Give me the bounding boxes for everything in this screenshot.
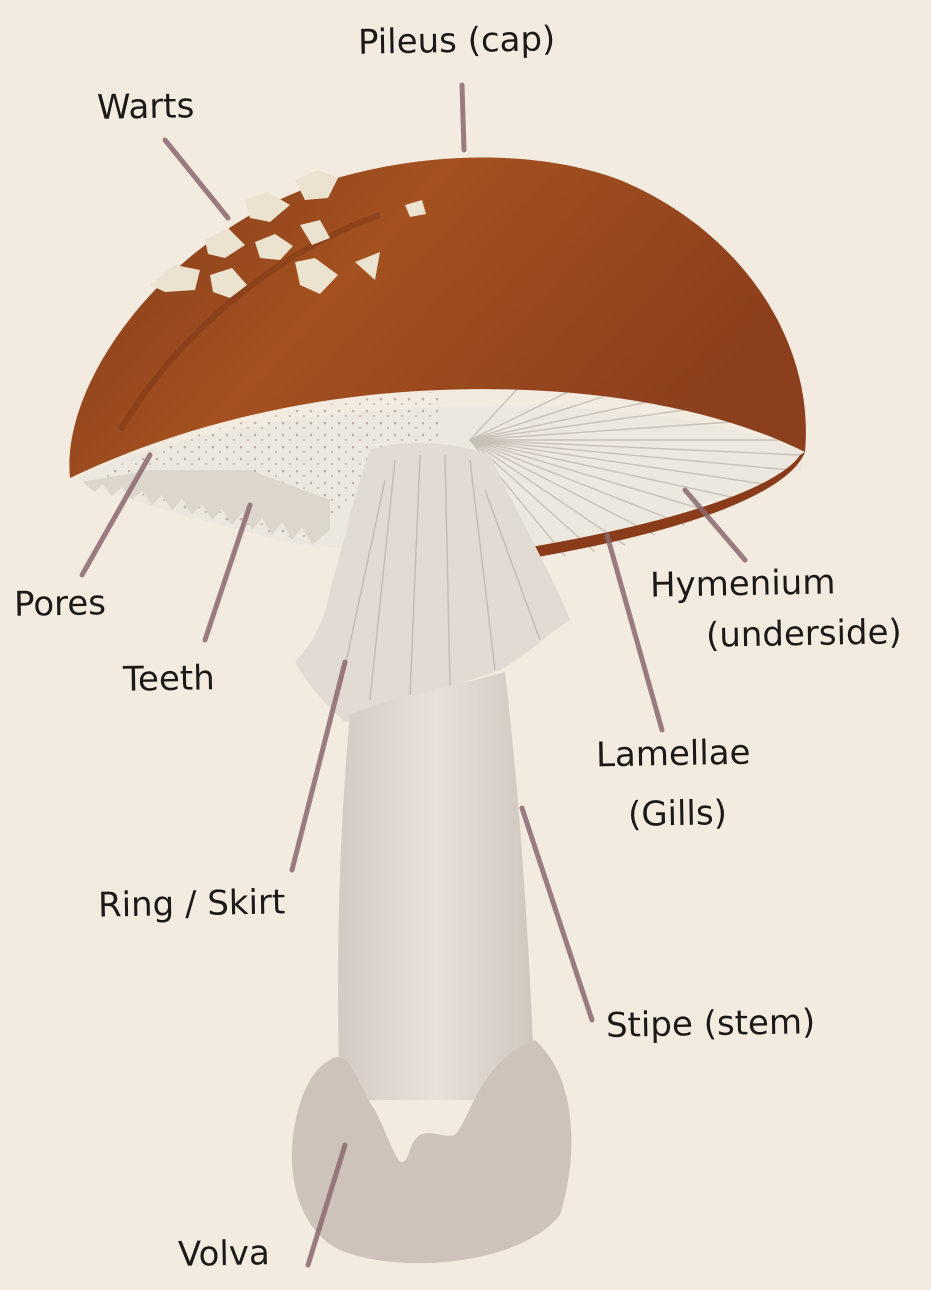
label-teeth: Teeth [123,659,215,700]
leader-lamellae [607,535,662,730]
label-lamellae: Lamellae [596,734,751,776]
stipe-stem [338,672,535,1100]
label-ring-skirt: Ring / Skirt [98,883,286,925]
label-pileus: Pileus (cap) [358,20,556,63]
label-stipe: Stipe (stem) [606,1003,816,1046]
label-hymenium-sub: (underside) [706,613,902,656]
label-pores: Pores [14,584,107,625]
label-hymenium: Hymenium [650,563,836,605]
label-warts: Warts [97,87,195,128]
leader-stipe [522,808,592,1020]
label-volva: Volva [178,1234,270,1275]
leader-pileus [462,85,464,150]
leader-warts [165,140,228,218]
label-lamellae-sub: (Gills) [628,794,728,835]
